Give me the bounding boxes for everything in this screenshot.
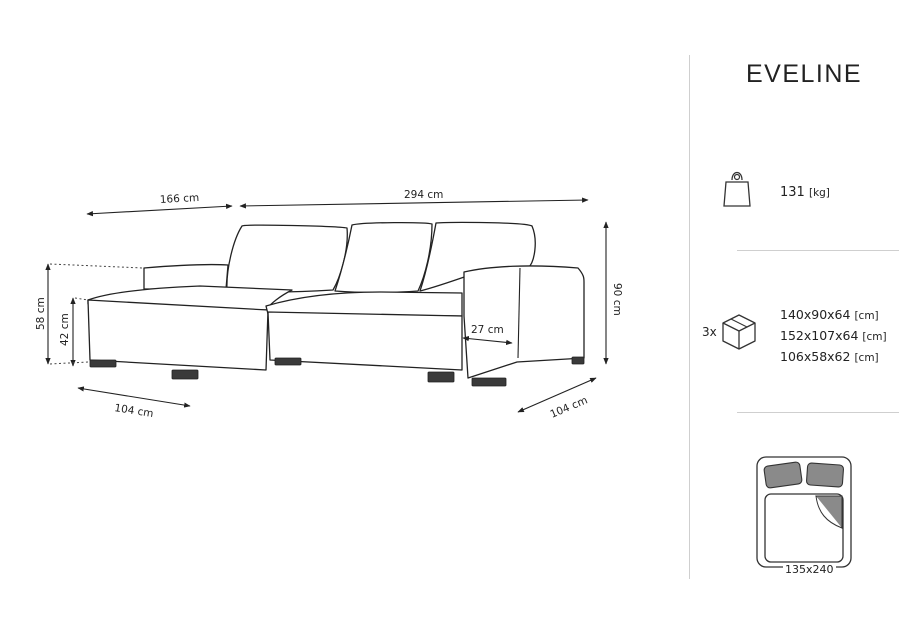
weight-unit: [kg] bbox=[808, 187, 830, 199]
dim-back-height: 58 cm bbox=[35, 297, 47, 330]
section-divider-1 bbox=[737, 250, 899, 251]
weight-value: 131 bbox=[780, 185, 805, 200]
product-name: EVELINE bbox=[746, 60, 863, 88]
weight-info: 131 [kg] bbox=[780, 185, 830, 200]
package-size-row: 106x58x62 [cm] bbox=[780, 349, 879, 364]
box-icon bbox=[722, 314, 756, 350]
package-size-row: 140x90x64 [cm] bbox=[780, 307, 879, 322]
dim-armrest-width: 27 cm bbox=[471, 324, 504, 336]
package-sizes: 140x90x64 [cm] 152x107x64 [cm] 106x58x62… bbox=[780, 305, 887, 368]
dim-total-width: 294 cm bbox=[404, 189, 443, 201]
dim-seat-height: 42 cm bbox=[59, 313, 71, 346]
package-count: 3x bbox=[702, 325, 717, 339]
sofa-outline bbox=[87, 221, 585, 387]
bed-icon bbox=[756, 456, 852, 568]
panel-divider bbox=[689, 55, 690, 579]
dim-chaise-width: 166 cm bbox=[160, 192, 200, 206]
dim-total-height: 90 cm bbox=[611, 283, 623, 316]
sleeping-area-size: 135x240 bbox=[783, 563, 836, 576]
dim-chaise-depth: 104 cm bbox=[114, 402, 155, 420]
package-size-row: 152x107x64 [cm] bbox=[780, 328, 887, 343]
dim-sofa-depth: 104 cm bbox=[548, 394, 589, 420]
section-divider-2 bbox=[737, 412, 899, 413]
weight-icon bbox=[723, 171, 751, 207]
sofa-dimension-drawing: 166 cm 294 cm 90 cm 58 cm 42 cm 104 cm 1… bbox=[35, 189, 623, 421]
